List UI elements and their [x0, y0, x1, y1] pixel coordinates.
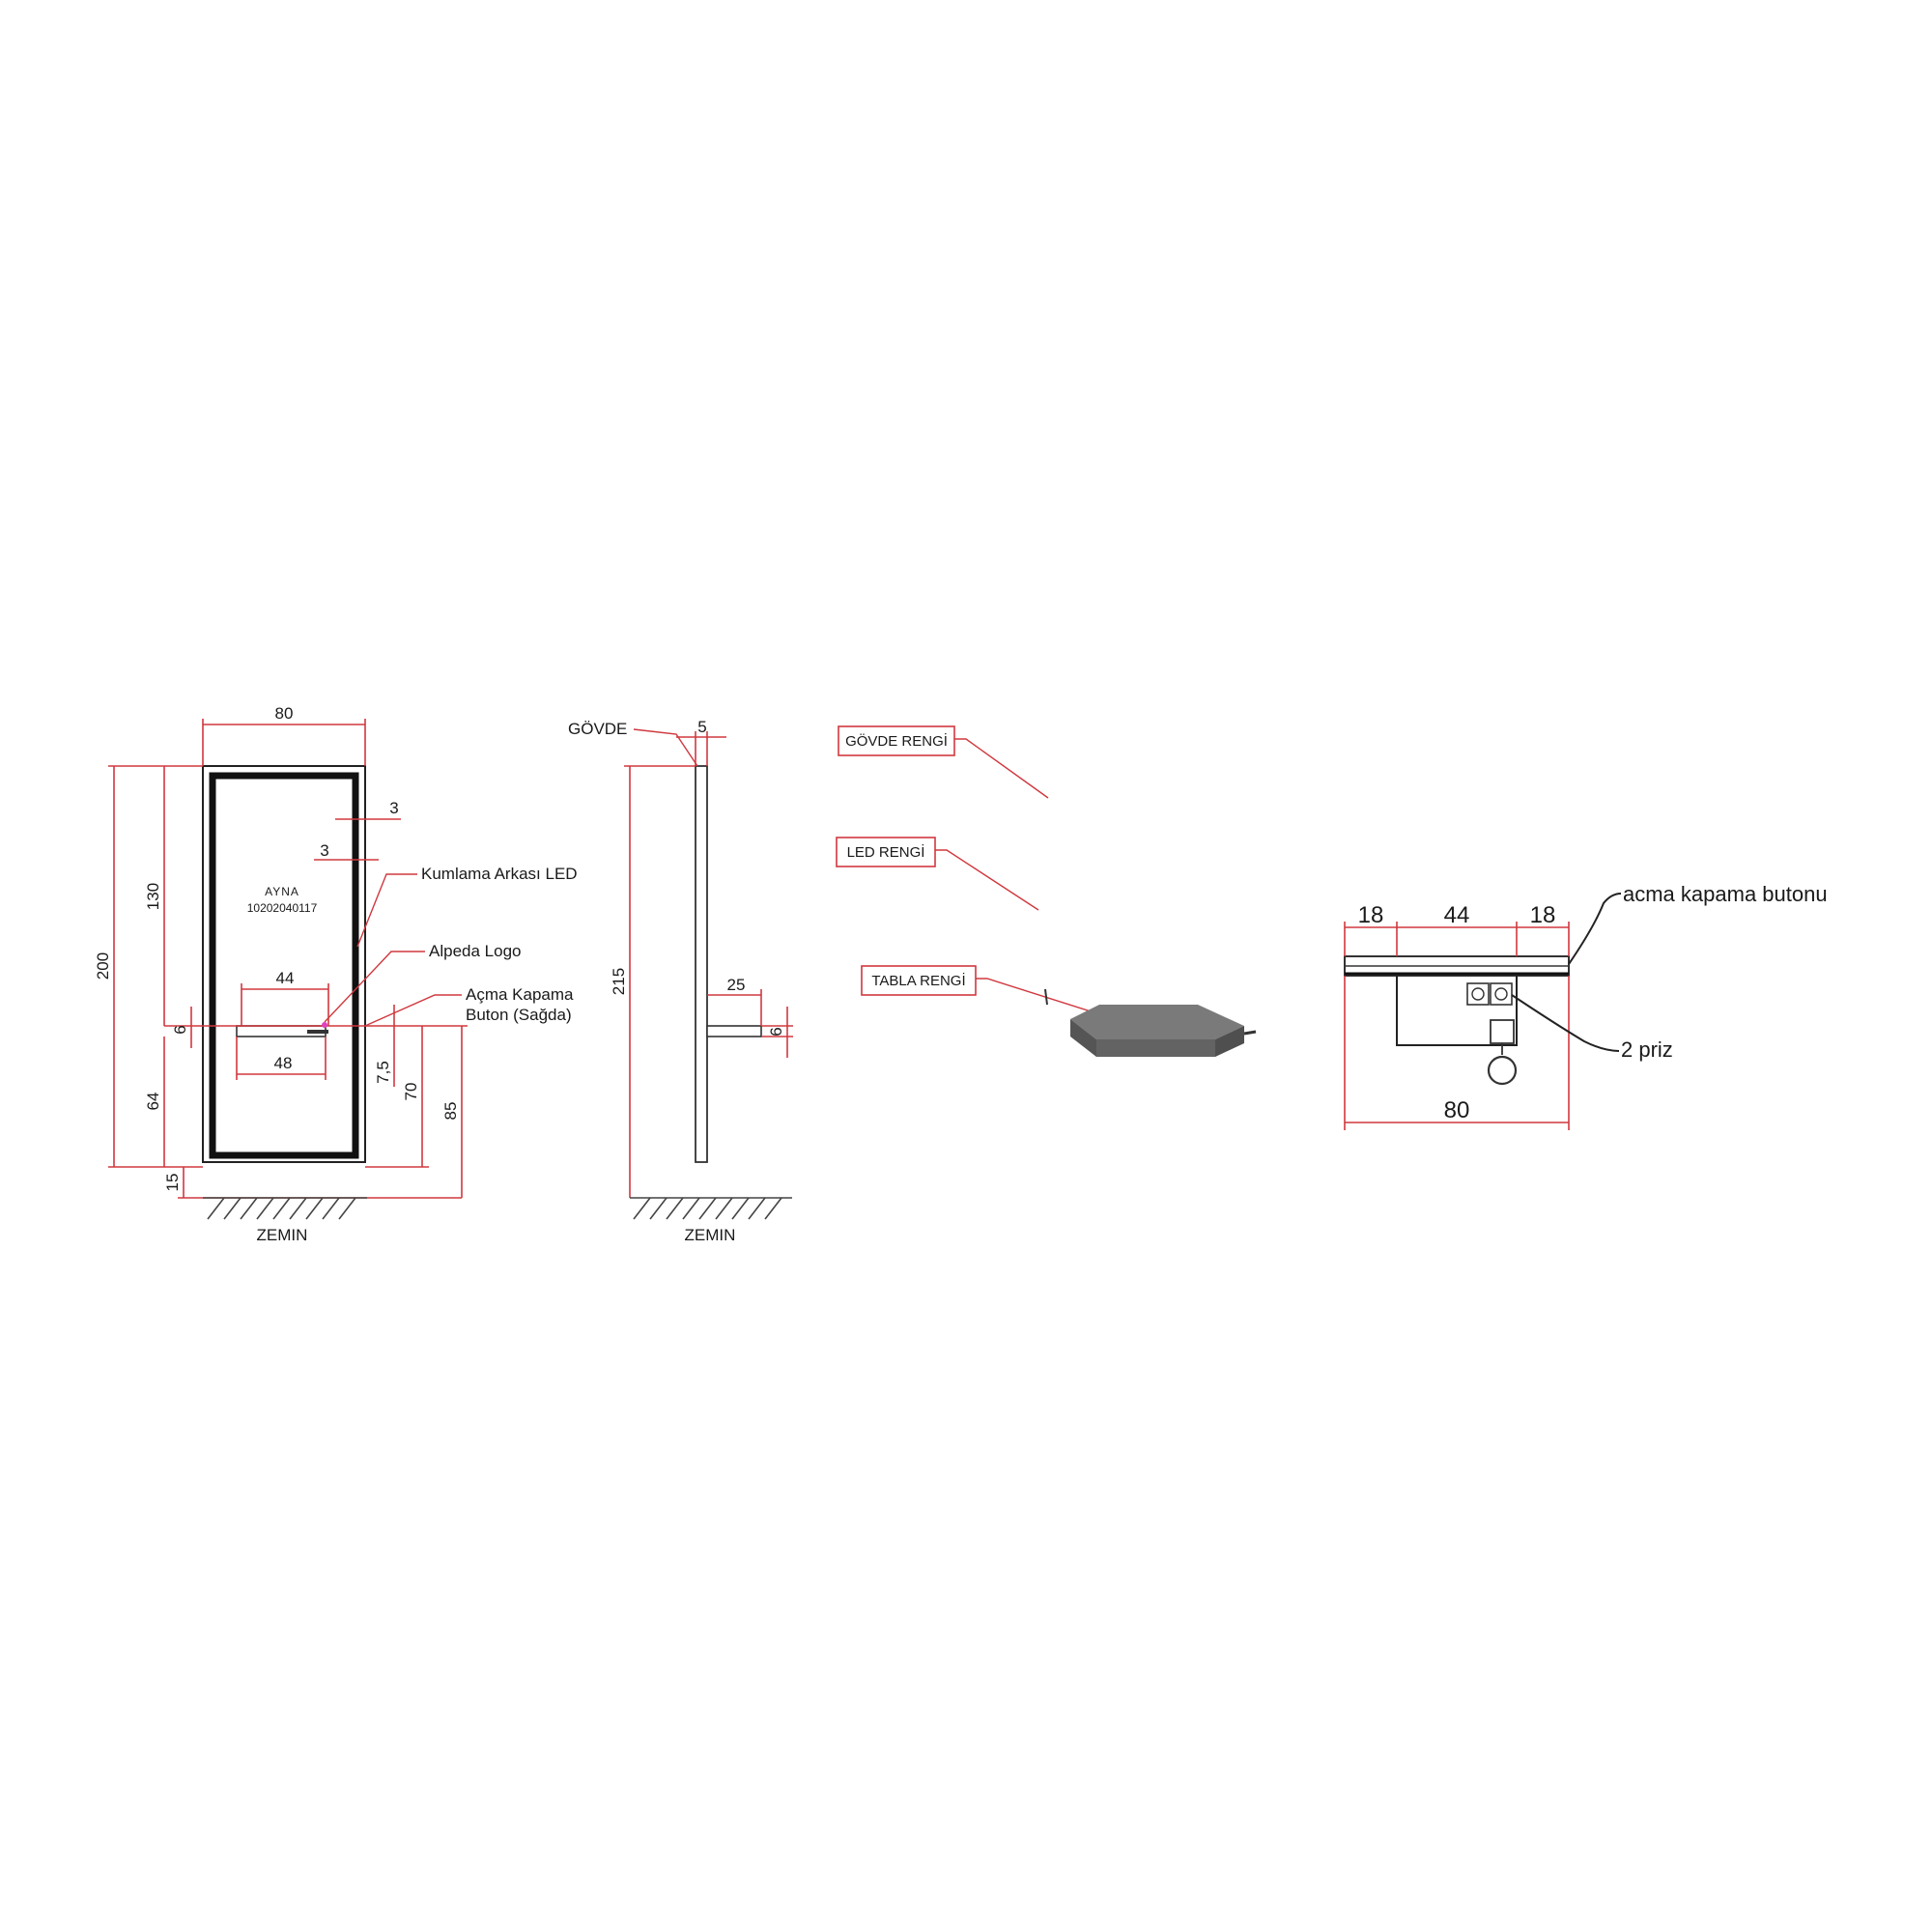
mirror-outer-frame	[202, 765, 366, 1163]
side-floor-label: ZEMIN	[685, 1226, 736, 1244]
front-floor-label: ZEMIN	[257, 1226, 308, 1244]
shelf-illustration	[1044, 988, 1257, 1057]
top-total-dim: 80	[1444, 1097, 1470, 1123]
mirror-code: 10202040117	[247, 901, 318, 915]
shelf-top-height-dim: 85	[441, 1102, 460, 1121]
led-color-label: LED RENGİ	[847, 843, 925, 861]
button-callout: acma kapama butonu	[1623, 882, 1828, 906]
button-offset-dim: 7,5	[374, 1061, 392, 1084]
floor-gap-dim: 15	[163, 1174, 182, 1192]
top-left-dim: 18	[1358, 902, 1384, 928]
callout-button-line-1: Açma Kapama	[466, 985, 574, 1004]
side-body-label: GÖVDE	[568, 720, 627, 738]
front-view: AYNA 10202040117 80 3 3 200 130 6 64	[94, 704, 578, 1244]
socket-1	[1466, 982, 1490, 1006]
sockets-callout: 2 priz	[1621, 1037, 1673, 1062]
button-mark	[322, 1022, 327, 1028]
shelf-width-dim: 48	[274, 1054, 293, 1072]
callout-led: Kumlama Arkası LED	[421, 865, 578, 883]
shelf-top-width-dim: 44	[276, 969, 295, 987]
logo-mark	[307, 1030, 328, 1034]
top-color-label: TABLA RENGİ	[871, 972, 965, 989]
side-shelf-thickness-dim: 6	[767, 1027, 785, 1036]
front-width-dim: 80	[275, 704, 294, 723]
callout-logo: Alpeda Logo	[429, 942, 521, 960]
margin-top-dim: 3	[389, 799, 398, 817]
lower-height-dim: 64	[144, 1093, 162, 1111]
side-shelf-depth-dim: 25	[727, 976, 746, 994]
side-thickness-dim: 5	[697, 718, 706, 736]
body-color-label: GÖVDE RENGİ	[845, 732, 948, 750]
upper-height-dim: 130	[144, 883, 162, 910]
led-color-box	[836, 837, 936, 867]
side-body	[695, 765, 708, 1163]
socket-2	[1490, 982, 1513, 1006]
side-shelf	[706, 1025, 762, 1037]
color-legend: GÖVDE RENGİ LED RENGİ TABLA RENGİ	[836, 725, 1257, 1057]
total-height-dim: 200	[94, 952, 112, 980]
front-floor-hatch	[203, 1197, 367, 1220]
cord-loop	[1487, 1055, 1518, 1086]
plug	[1490, 1019, 1515, 1044]
side-view: GÖVDE 5 215 25 6 ZEM	[568, 718, 793, 1244]
shelf-thickness-dim: 6	[171, 1025, 189, 1034]
top-middle-dim: 44	[1444, 902, 1470, 928]
callout-button-line-2: Buton (Sağda)	[466, 1006, 572, 1024]
mirror-led-border	[209, 772, 359, 1159]
body-color-box	[838, 725, 955, 756]
top-view: 18 44 18 80 acma kapama butonu 2 priz	[1344, 882, 1828, 1130]
side-height-dim: 215	[610, 968, 628, 995]
top-right-dim: 18	[1530, 902, 1556, 928]
top-color-box	[861, 965, 977, 996]
side-floor-hatch	[630, 1197, 792, 1220]
margin-side-dim: 3	[320, 841, 328, 860]
shelf-height-dim: 70	[402, 1083, 420, 1101]
mirror-label: AYNA	[265, 885, 299, 898]
